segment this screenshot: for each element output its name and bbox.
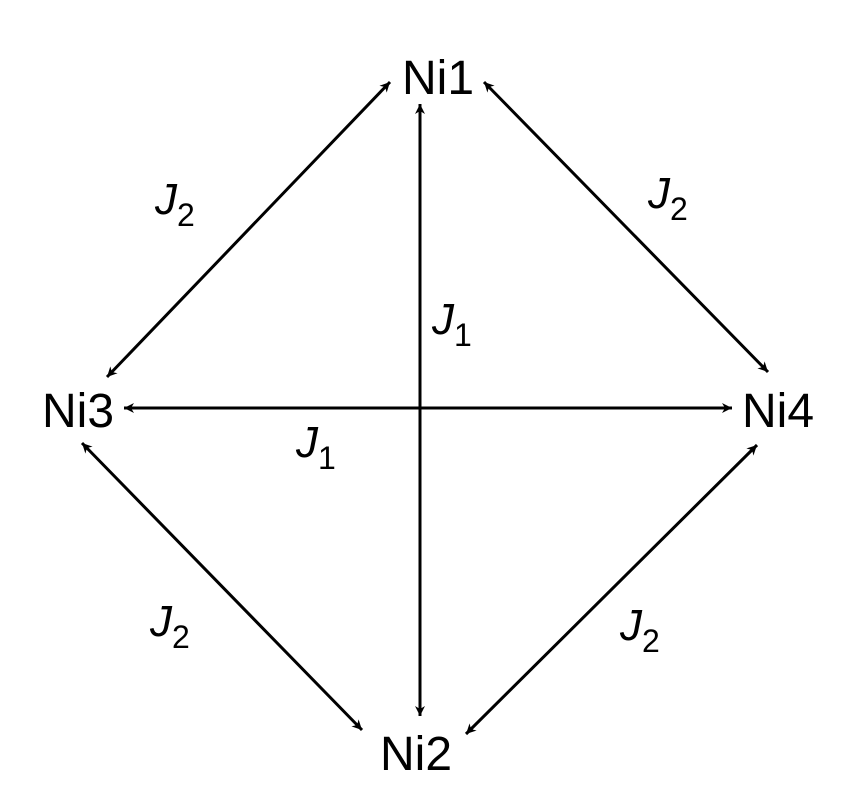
coupling-symbol: J xyxy=(295,418,319,467)
coupling-label-ni3-ni2: J2 xyxy=(149,597,190,655)
edge-ni1-ni4 xyxy=(482,80,770,374)
coupling-label-ni1-ni4: J2 xyxy=(647,169,688,227)
coupling-label-ni1-ni2: J1 xyxy=(431,295,472,353)
node-ni3: Ni3 xyxy=(42,385,114,438)
edge-ni3-ni2 xyxy=(80,441,364,732)
edge-ni4-ni2 xyxy=(464,443,759,736)
coupling-subscript: 2 xyxy=(172,619,190,655)
node-ni2: Ni2 xyxy=(380,728,452,781)
coupling-symbol: J xyxy=(647,169,671,218)
coupling-subscript: 1 xyxy=(454,317,472,353)
coupling-symbol: J xyxy=(154,175,178,224)
coupling-subscript: 2 xyxy=(670,191,688,227)
edge-ni1-ni3 xyxy=(105,80,392,379)
coupling-subscript: 1 xyxy=(318,440,336,476)
node-ni1: Ni1 xyxy=(402,52,474,105)
node-ni4: Ni4 xyxy=(742,385,814,438)
coupling-symbol: J xyxy=(431,295,455,344)
coupling-label-ni3-ni4: J1 xyxy=(295,418,336,476)
coupling-subscript: 2 xyxy=(642,623,660,659)
coupling-label-ni1-ni3: J2 xyxy=(154,175,195,233)
coupling-symbol: J xyxy=(619,601,643,650)
coupling-label-ni4-ni2: J2 xyxy=(619,601,660,659)
coupling-symbol: J xyxy=(149,597,173,646)
coupling-subscript: 2 xyxy=(177,197,195,233)
